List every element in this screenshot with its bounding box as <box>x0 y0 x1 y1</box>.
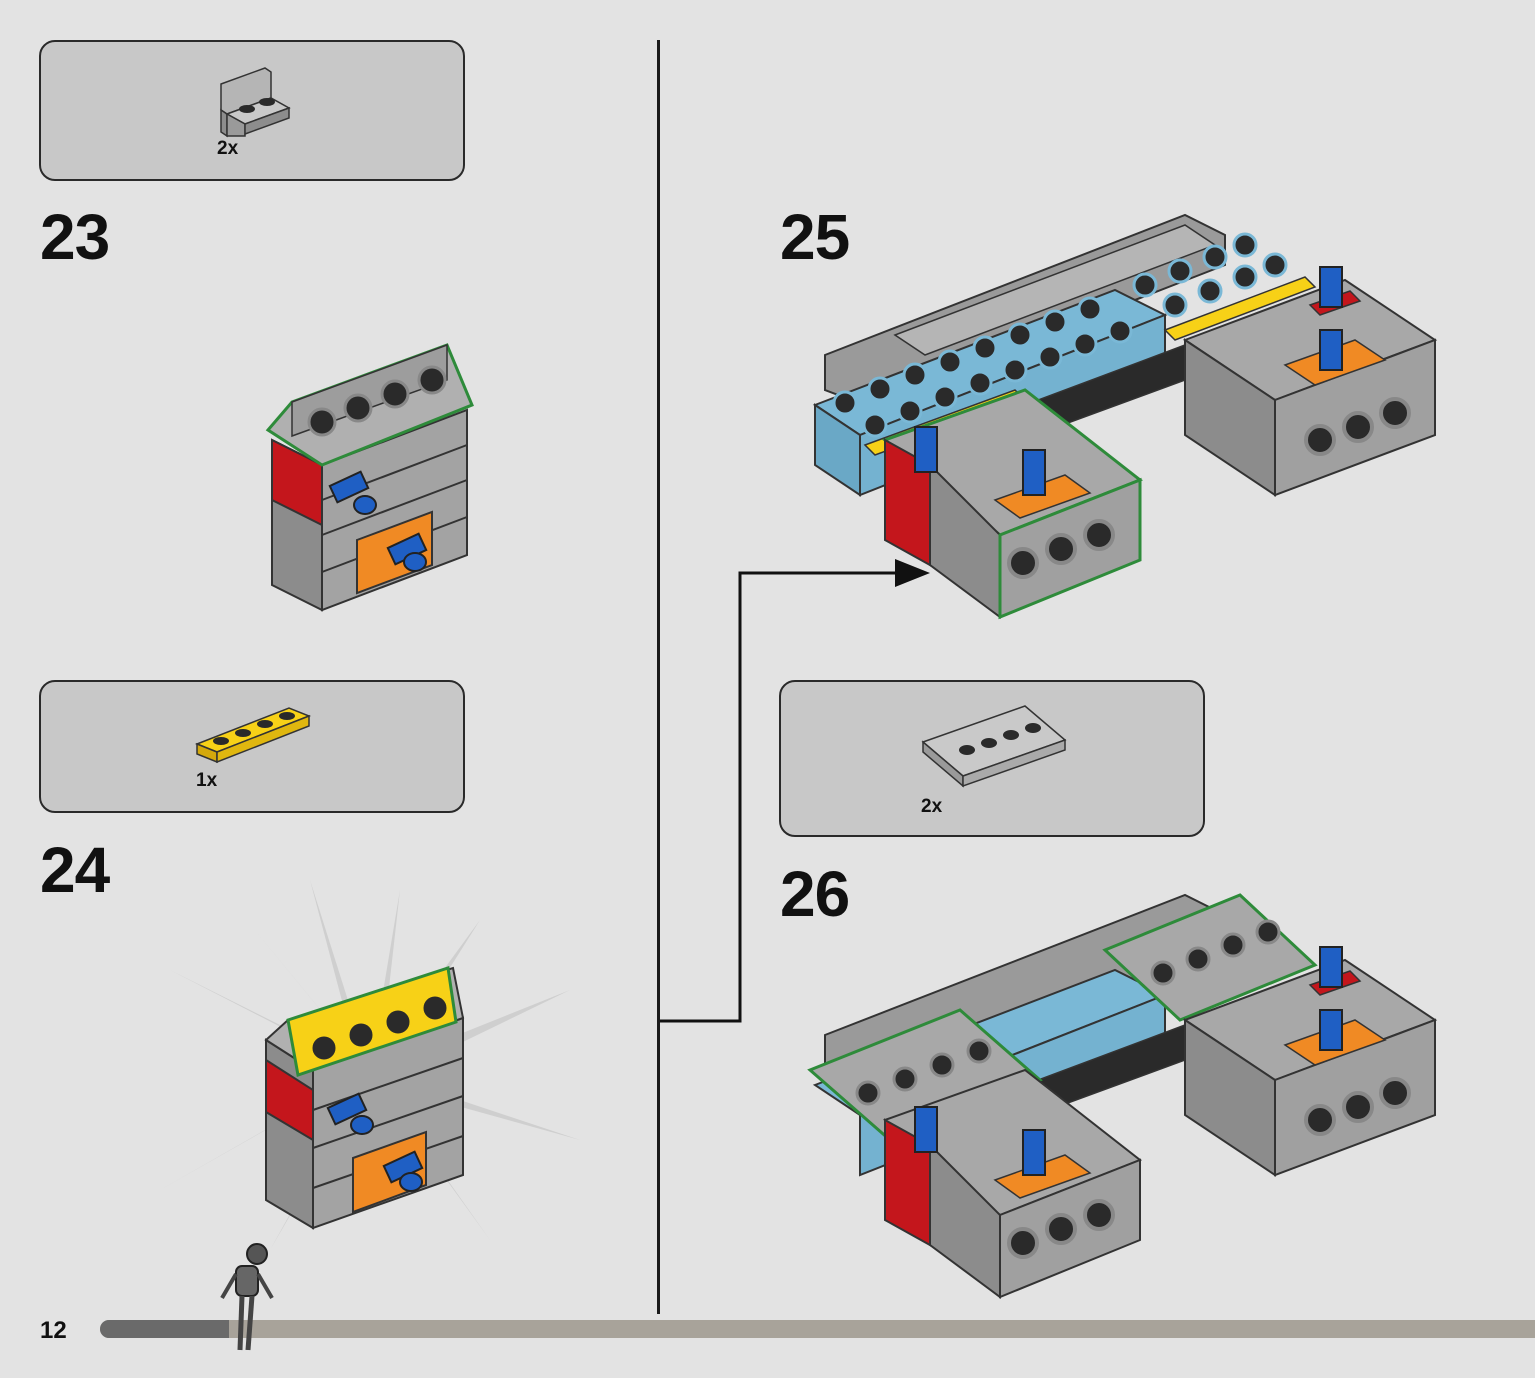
parts-box-step-24: 1x <box>39 680 465 813</box>
part-quantity: 1x <box>196 770 218 791</box>
step-26-model-illustration <box>807 893 1438 1299</box>
arrow-right-icon <box>660 559 930 1023</box>
parts-box-step-23: 2x <box>39 40 465 181</box>
step-24-model-illustration <box>264 966 465 1230</box>
step-number: 24 <box>40 834 110 906</box>
progress-track <box>100 1320 1535 1338</box>
yellow-plate-icon <box>194 707 312 764</box>
part-quantity: 2x <box>921 796 943 817</box>
step-25-model-illustration <box>812 213 1438 620</box>
step-number: 23 <box>40 201 110 273</box>
step-number: 25 <box>780 201 850 273</box>
grey-bracket-icon <box>220 67 291 138</box>
step-23-model-illustration <box>265 343 474 612</box>
part-quantity: 2x <box>217 138 239 159</box>
droid-figure-icon <box>220 1243 274 1351</box>
progress-fill <box>100 1320 229 1338</box>
step-number: 26 <box>780 858 850 930</box>
column-divider <box>657 40 660 1314</box>
parts-box-step-26: 2x <box>779 680 1205 837</box>
page-number: 12 <box>40 1317 67 1344</box>
grey-tile-icon <box>921 705 1067 788</box>
